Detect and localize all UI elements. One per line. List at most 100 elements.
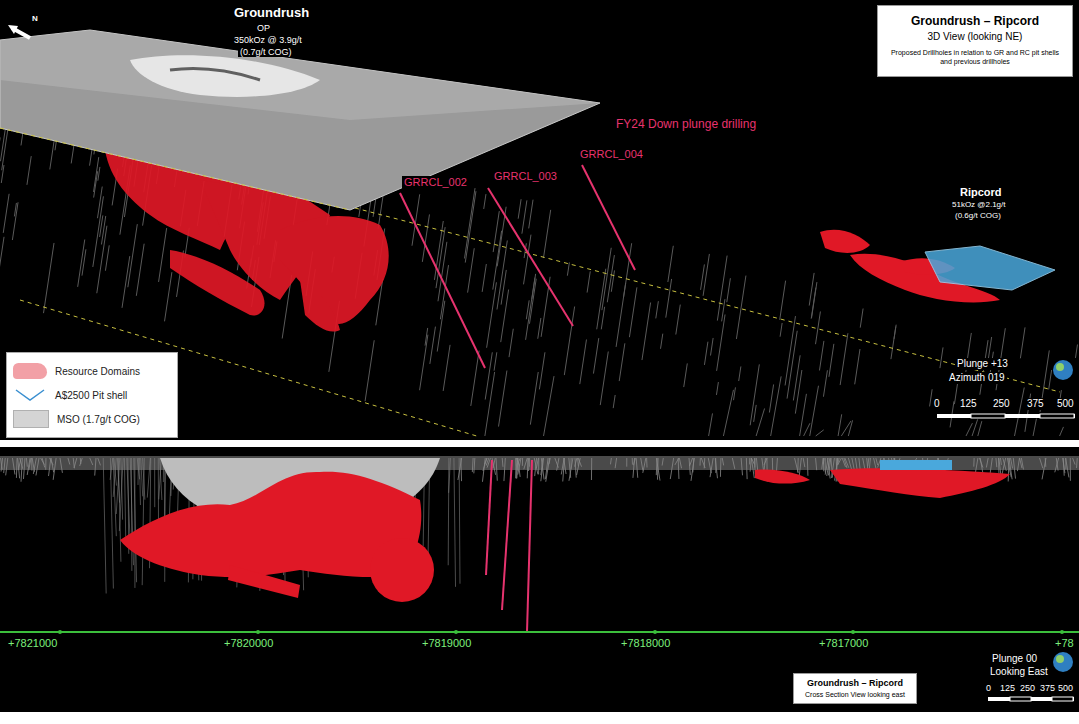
drillhole [809,273,814,306]
label: 125 [998,683,1017,693]
label: N [30,14,40,23]
drillhole [749,458,750,464]
drillhole [838,458,840,465]
drillhole [754,405,757,422]
drillhole [684,363,688,387]
proposed-drillhole [486,460,532,632]
legend-text: A$2500 Pit shell [55,390,127,401]
drillhole [94,171,98,197]
drillhole [1060,427,1064,436]
drillhole [113,458,116,497]
dashed-line [355,208,1060,392]
drillhole [472,458,474,472]
drillhole [569,458,573,481]
drillhole [3,194,9,233]
drillhole [33,458,36,474]
drillhole [611,270,614,291]
drillhole [720,458,722,477]
drillhole [848,458,851,470]
drillhole [449,458,451,493]
axis-ticks [58,630,1064,634]
drillhole [580,339,587,384]
drillhole [1066,458,1069,477]
proposed-drillhole [400,165,635,368]
drillhole [485,372,495,436]
title-box: Groundrush – Ripcord3D View (looking NE)… [877,5,1073,77]
drillhole [546,458,550,482]
drillhole [482,264,486,292]
drillhole [110,458,113,480]
drillhole [980,458,983,474]
drillhole [732,458,734,469]
drillhole [615,458,616,468]
label: 375 [1038,683,1057,693]
drillhole [662,458,663,466]
drillhole [578,458,581,467]
drillhole [131,458,132,571]
drillhole [100,215,103,237]
label: +78 [1053,637,1076,650]
drillhole [134,458,135,588]
drillhole [95,458,96,476]
drillhole [1070,458,1071,481]
drillhole [487,282,497,347]
drillhole [795,458,799,473]
drillhole [18,458,20,478]
drillhole [979,458,982,468]
drillhole [23,458,25,479]
drillhole [1017,458,1019,471]
drillhole [844,458,847,468]
drillhole [516,458,517,478]
label: +7818000 [619,637,672,650]
drillhole [616,283,626,347]
ripcord-domain [755,468,1010,498]
drillhole [4,458,6,473]
drillhole [94,157,99,192]
drillhole [840,333,848,385]
box-heading: Groundrush – Ripcord [799,678,911,689]
drillhole [613,395,615,408]
drillhole [823,370,827,396]
drillhole [868,458,869,466]
pit-ramp [170,68,260,80]
drillhole [676,305,680,335]
drillhole [464,188,475,258]
drillhole [940,347,943,368]
drillhole [142,458,144,585]
drillhole [610,458,612,464]
drillhole [1065,458,1066,469]
drillhole [629,287,636,337]
orientation-globe [1053,652,1073,672]
pit-shell [0,30,600,210]
drillhole [471,351,479,406]
drillhole [113,458,116,536]
label: FY24 Down plunge drilling [614,118,758,132]
drillhole [496,458,497,481]
drillhole [600,351,608,405]
drillhole [420,335,428,391]
drillhole [795,370,802,414]
drillhole [90,458,93,465]
drillhole [502,458,504,467]
drillhole [803,458,805,467]
drillhole [891,327,896,360]
label: +7819000 [420,637,473,650]
drillhole [819,341,823,371]
drillhole [860,309,863,328]
label: 350kOz @ 3.9g/t [232,35,304,45]
label: 500 [1056,683,1075,693]
drillhole [602,248,611,310]
dashed-line [0,128,350,210]
drillhole [0,237,4,286]
drillhole [454,458,456,587]
pit-floor [130,55,320,97]
label: Ripcord [958,186,1004,199]
drillhole [811,288,816,319]
drillhole [656,458,658,475]
label: Plunge +13 [955,358,1010,370]
drillhole [528,458,529,467]
drillhole [110,458,113,589]
drillhole [543,210,550,258]
drillhole [701,264,705,289]
drillhole [82,249,86,275]
